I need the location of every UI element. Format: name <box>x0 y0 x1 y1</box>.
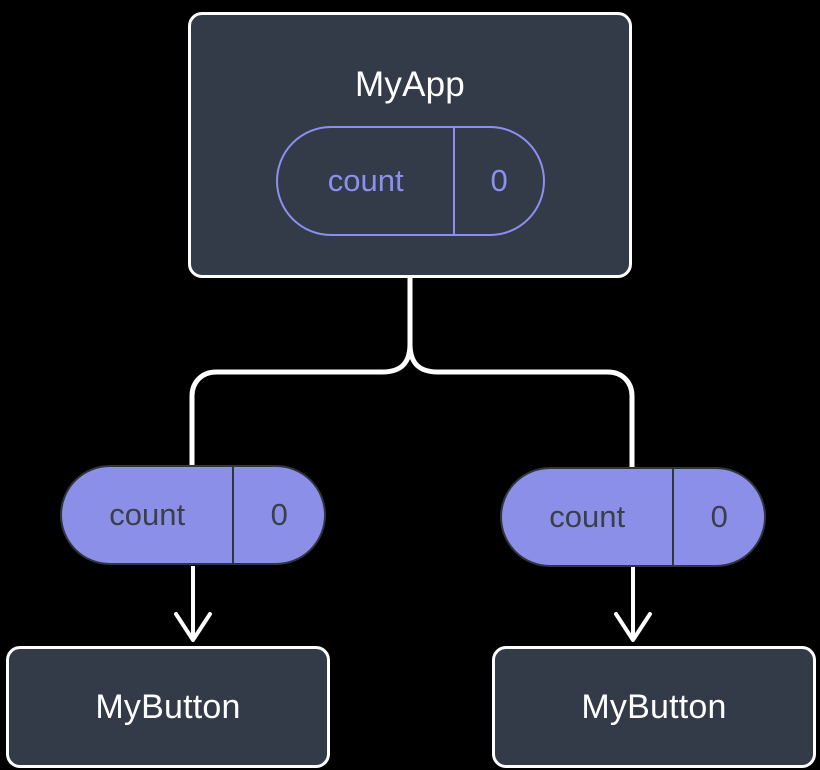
component-node-mybutton-left[interactable]: MyButton <box>6 646 330 768</box>
connector-split-fork <box>189 341 413 473</box>
state-pill-myapp[interactable]: count 0 <box>276 126 545 236</box>
component-title-mybutton-left: MyButton <box>95 688 241 726</box>
state-pill-value: 0 <box>453 128 543 234</box>
prop-pill-right-key: count <box>549 499 626 534</box>
arrowhead-left <box>174 612 212 642</box>
component-node-mybutton-right[interactable]: MyButton <box>492 646 816 768</box>
component-title-mybutton-right: MyButton <box>581 688 727 726</box>
arrowhead-right <box>614 612 652 642</box>
prop-pill-left-key: count <box>109 497 186 532</box>
prop-pill-right[interactable]: count 0 <box>500 467 766 567</box>
connector-split-fork-right <box>407 341 635 473</box>
component-title-myapp: MyApp <box>355 65 465 104</box>
prop-pill-right-value: 0 <box>672 469 764 565</box>
prop-pill-left-value: 0 <box>232 467 324 563</box>
state-pill-key: count <box>327 163 404 198</box>
prop-pill-left[interactable]: count 0 <box>60 465 326 565</box>
